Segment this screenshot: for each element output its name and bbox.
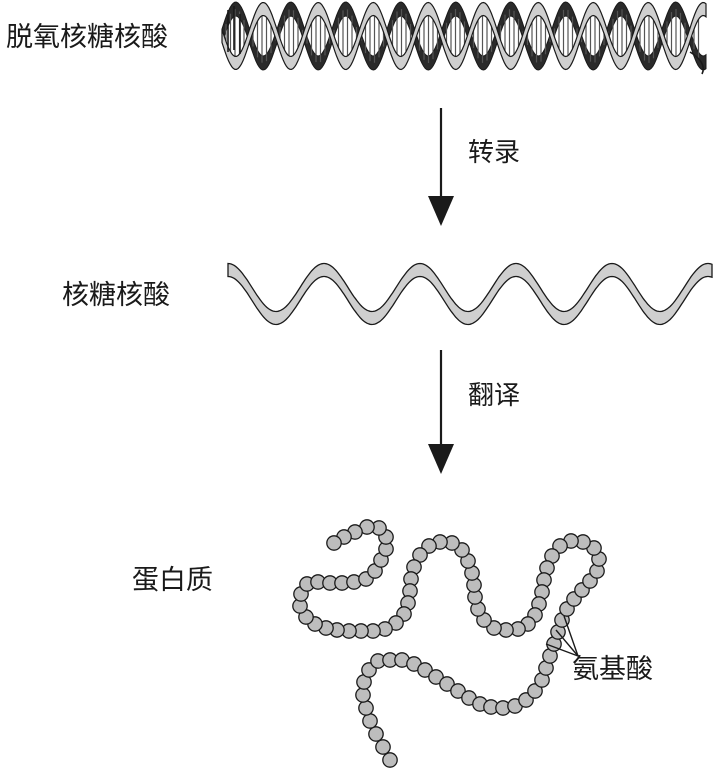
- protein-label: 蛋白质: [132, 565, 213, 596]
- amino-acid-bead: [527, 683, 543, 699]
- dna-label: 脱氧核糖核酸: [6, 22, 168, 53]
- arrowhead: [428, 444, 454, 474]
- amino-acid-pointer-lines: [545, 615, 579, 657]
- arrowhead: [428, 196, 454, 226]
- translation-arrow: [428, 350, 454, 474]
- amino-acid-bead: [375, 739, 391, 755]
- amino-acid-bead: [355, 687, 371, 703]
- pointer-line: [555, 629, 579, 657]
- transcription-arrow: [428, 108, 454, 226]
- dna-end-curl: [227, 6, 241, 54]
- amino-acid-bead: [417, 662, 433, 678]
- transcription-label: 转录: [468, 138, 521, 168]
- dna-light-strand: [221, 1, 707, 71]
- amino-acid-bead: [326, 535, 342, 551]
- dna-end-tail: [689, 51, 705, 75]
- rna-ribbon: [227, 262, 713, 326]
- protein-bead-chain: [292, 519, 607, 768]
- pointer-line: [545, 643, 579, 657]
- amino-acid-bead: [439, 676, 455, 692]
- dna-double-helix: [221, 1, 707, 75]
- rna-single-strand: [227, 262, 713, 326]
- amino-acid-bead: [428, 669, 444, 685]
- amino-acid-bead: [358, 700, 374, 716]
- amino-acid-bead: [450, 683, 466, 699]
- amino-acid-bead: [362, 713, 378, 729]
- translation-label: 翻译: [468, 381, 521, 411]
- rna-label: 核糖核酸: [62, 280, 170, 311]
- amino-acid-label: 氨基酸: [572, 654, 653, 685]
- pointer-line: [563, 615, 579, 657]
- amino-acid-bead: [368, 726, 384, 742]
- amino-acid-bead: [382, 752, 398, 768]
